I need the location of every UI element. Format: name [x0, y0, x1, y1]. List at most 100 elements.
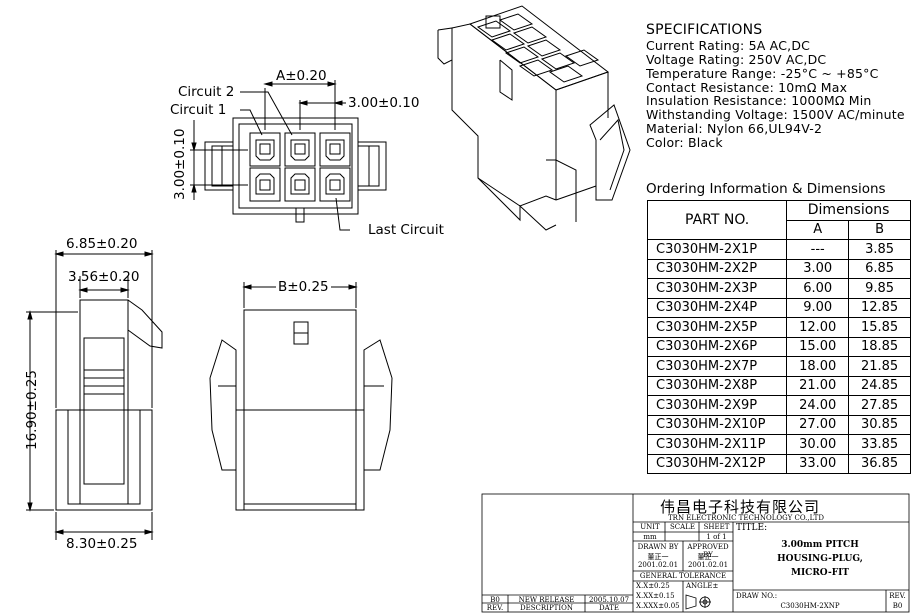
- spec-line: Material: Nylon 66,UL94V-2: [646, 121, 823, 136]
- approved-by-label: APPROVED BY: [687, 543, 729, 559]
- ordering-table: PART NO. Dimensions A B C3030HM-2X1P---3…: [646, 200, 911, 474]
- spec-line: Voltage Rating: 250V AC,DC: [646, 52, 827, 67]
- sheet-label: SHEET: [703, 523, 730, 531]
- part-cell: C3030HM-2X9P: [646, 395, 788, 416]
- tolerance-3: X.XXX±0.05: [636, 602, 680, 610]
- date-column-header: DATE: [598, 604, 620, 612]
- tolerance-1: X.X±0.25: [636, 582, 670, 590]
- b-cell: 36.85: [848, 453, 911, 474]
- a-cell: 12.00: [786, 317, 850, 338]
- revision-date: 2005.10.07: [588, 596, 630, 604]
- part-cell: C3030HM-2X11P: [646, 434, 788, 455]
- company-name-cn: 伟昌电子科技有限公司: [660, 498, 821, 516]
- drawn-date: 2001.02.01: [637, 561, 679, 569]
- sheet-value: 1 of 1: [706, 533, 727, 541]
- rear-b-label: B±0.25: [276, 279, 331, 295]
- b-cell: 15.85: [848, 317, 911, 338]
- scale-label: SCALE: [670, 523, 695, 531]
- approved-by-name: 董正一: [697, 553, 719, 561]
- col-a-header: A: [786, 219, 850, 240]
- spec-line: Contact Resistance: 10mΩ Max: [646, 80, 848, 95]
- side-width-top-label: 6.85±0.20: [66, 236, 138, 252]
- front-view: [190, 80, 387, 231]
- a-cell: 18.00: [786, 356, 850, 377]
- a-cell: 30.00: [786, 434, 850, 455]
- b-cell: 3.85: [848, 239, 911, 260]
- a-cell: 15.00: [786, 336, 850, 357]
- b-cell: 24.85: [848, 375, 911, 396]
- rev-label: REV.: [889, 592, 906, 600]
- title-line-2: HOUSING-PLUG,: [777, 554, 863, 564]
- side-width-mid-label: 3.56±0.20: [68, 269, 140, 285]
- b-cell: 9.85: [848, 278, 911, 299]
- rear-view: [209, 282, 393, 511]
- side-width-bottom-label: 8.30±0.25: [66, 536, 138, 552]
- part-cell: C3030HM-2X7P: [646, 356, 788, 377]
- table-row: C3030HM-2X1P---3.85: [646, 239, 911, 260]
- draw-no-value: C3030HM-2XNP: [780, 602, 840, 610]
- revision-code: B0: [490, 596, 500, 604]
- b-cell: 18.85: [848, 336, 911, 357]
- part-cell: C3030HM-2X5P: [646, 317, 788, 338]
- angle-label: ANGLE±: [686, 582, 719, 590]
- spec-line: Temperature Range: -25°C ~ +85°C: [646, 66, 879, 81]
- a-cell: 33.00: [786, 453, 850, 474]
- b-cell: 27.85: [848, 395, 911, 416]
- part-cell: C3030HM-2X4P: [646, 297, 788, 318]
- description-column-header: DESCRIPTION: [520, 604, 573, 612]
- rev-column-header: REV.: [486, 604, 504, 612]
- a-cell: 3.00: [786, 258, 850, 279]
- b-cell: 12.85: [848, 297, 911, 318]
- specifications-title: SPECIFICATIONS: [646, 22, 763, 38]
- part-cell: C3030HM-2X12P: [646, 453, 788, 474]
- a-cell: 9.00: [786, 297, 850, 318]
- projection-symbol-icon: [685, 594, 711, 610]
- part-cell: C3030HM-2X3P: [646, 278, 788, 299]
- isometric-view: [437, 5, 631, 231]
- b-cell: 21.85: [848, 356, 911, 377]
- spec-line: Insulation Resistance: 1000MΩ Min: [646, 93, 872, 108]
- a-cell: 24.00: [786, 395, 850, 416]
- dim-height-label: 3.00±0.10: [172, 128, 188, 200]
- rev-value: B0: [892, 602, 903, 610]
- a-cell: ---: [786, 239, 850, 260]
- a-cell: 6.00: [786, 278, 850, 299]
- draw-no-label: DRAW NO.:: [736, 592, 778, 600]
- b-cell: 6.85: [848, 258, 911, 279]
- dim-a-label: A±0.20: [276, 68, 327, 84]
- part-cell: C3030HM-2X6P: [646, 336, 788, 357]
- spec-line: Withstanding Voltage: 1500V AC/minute: [646, 107, 905, 122]
- company-name-en: TRN ELECTRONIC TECHNOLOGY CO.,LTD: [668, 514, 824, 522]
- col-b-header: B: [848, 219, 911, 240]
- title-line-1: 3.00mm PITCH: [781, 540, 859, 550]
- revision-description: NEW RELEASE: [518, 596, 575, 604]
- dim-pitch-label: 3.00±0.10: [348, 95, 420, 111]
- unit-value: mm: [643, 533, 657, 541]
- title-label: TITLE:: [736, 523, 768, 533]
- part-cell: C3030HM-2X1P: [646, 239, 788, 260]
- side-height-label: 16.90±0.25: [24, 369, 40, 450]
- part-cell: C3030HM-2X10P: [646, 414, 788, 435]
- circuit-1-label: Circuit 1: [170, 102, 227, 118]
- approved-date: 2001.02.01: [687, 561, 729, 569]
- part-cell: C3030HM-2X2P: [646, 258, 788, 279]
- b-cell: 30.85: [848, 414, 911, 435]
- unit-label: UNIT: [640, 523, 660, 531]
- spec-line: Color: Black: [646, 135, 723, 150]
- spec-line: Current Rating: 5A AC,DC: [646, 38, 811, 53]
- side-view: [26, 250, 163, 540]
- a-cell: 27.00: [786, 414, 850, 435]
- tolerance-2: X.XX±0.15: [636, 592, 675, 600]
- tolerance-label: GENERAL TOLERANCE: [639, 572, 727, 580]
- title-line-3: MICRO-FIT: [790, 568, 850, 578]
- circuit-2-label: Circuit 2: [178, 84, 235, 100]
- drawn-by-label: DRAWN BY: [637, 543, 679, 551]
